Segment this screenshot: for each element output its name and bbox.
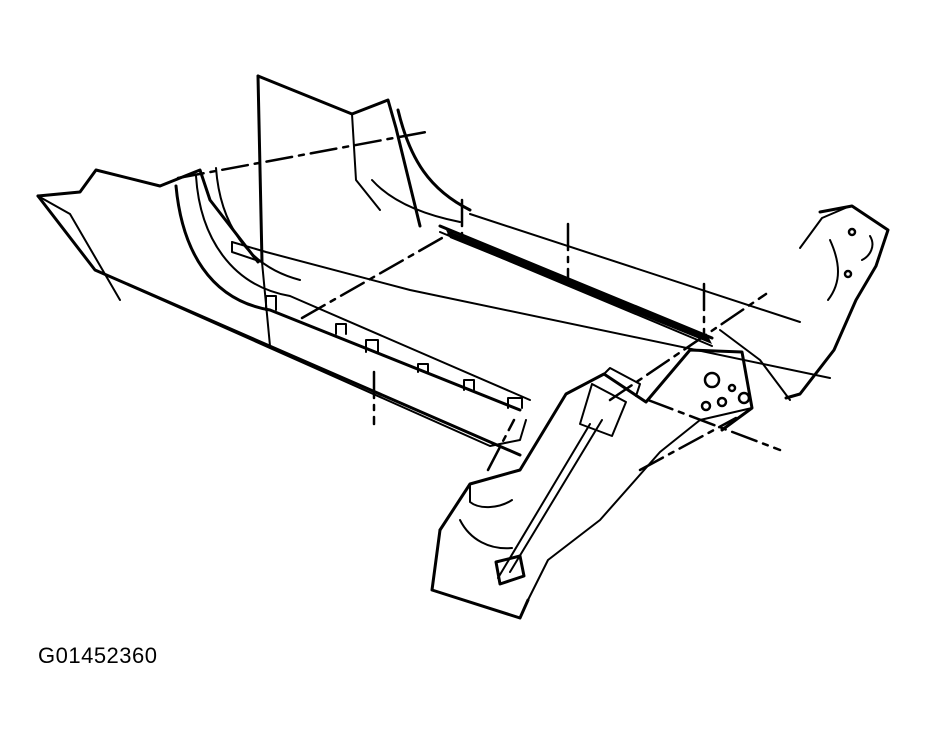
right-rocker-reinforcement bbox=[430, 348, 754, 620]
upper-rail-with-sealer bbox=[438, 213, 801, 347]
alignment-lines bbox=[176, 130, 782, 472]
right-hinge-pillar bbox=[719, 204, 890, 401]
rear-pillar bbox=[231, 74, 831, 379]
figure-code: G01452360 bbox=[38, 643, 158, 668]
left-rocker-panel bbox=[36, 167, 531, 457]
